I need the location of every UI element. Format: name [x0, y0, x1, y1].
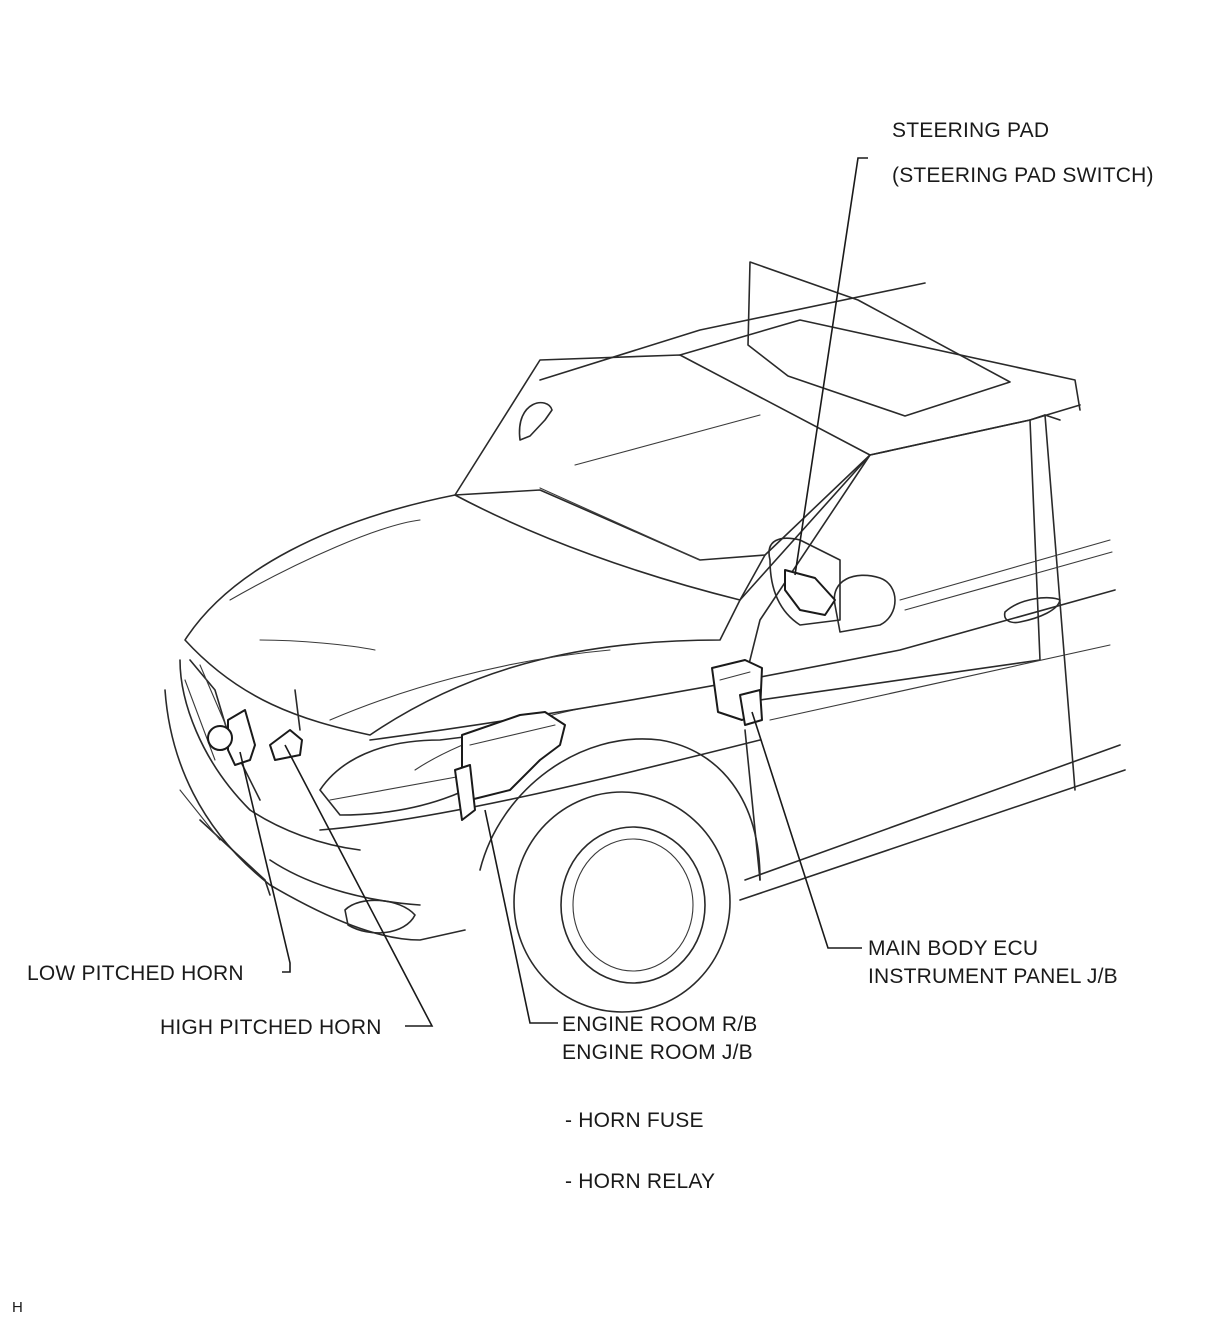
- leader-steering-pad: [794, 157, 868, 576]
- side-mirror: [833, 574, 896, 633]
- label-high-pitched-horn: HIGH PITCHED HORN: [160, 1016, 382, 1039]
- label-main-body-ecu: MAIN BODY ECU: [868, 937, 1039, 960]
- leader-high-pitched-horn: [284, 744, 434, 1027]
- leader-low-pitched-horn: [239, 751, 291, 973]
- roof-rear-line: [679, 319, 1081, 411]
- hood: [184, 494, 741, 736]
- label-steering-pad: STEERING PAD: [892, 119, 1050, 142]
- label-engine-room-jb: ENGINE ROOM J/B: [562, 1041, 753, 1064]
- label-steering-pad-switch: (STEERING PAD SWITCH): [892, 164, 1154, 187]
- corner-mark: H: [12, 1299, 24, 1316]
- far-mirror: [518, 401, 553, 441]
- front-door: [744, 419, 1041, 701]
- front-bumper: [164, 689, 466, 941]
- shoulder-line: [369, 589, 1116, 741]
- steering-pad-part: [784, 569, 836, 616]
- roof-line: [539, 282, 926, 381]
- wheel-arch: [479, 738, 761, 881]
- leader-main-body-ecu: [751, 711, 862, 949]
- sunroof: [747, 261, 1011, 417]
- fog-light: [344, 899, 416, 934]
- engine-room-rb-part: [454, 711, 566, 821]
- front-tire: [513, 791, 731, 1013]
- high-pitched-horn-part: [269, 689, 303, 761]
- low-pitched-horn-part: [207, 709, 256, 766]
- label-instrument-panel-jb: INSTRUMENT PANEL J/B: [868, 965, 1118, 988]
- windshield: [454, 354, 871, 561]
- label-engine-room-rb: ENGINE ROOM R/B: [562, 1013, 758, 1036]
- door-handle: [1003, 596, 1061, 624]
- label-horn-relay: - HORN RELAY: [565, 1170, 716, 1193]
- rocker: [739, 769, 1126, 901]
- leader-engine-room: [484, 809, 558, 1024]
- label-low-pitched-horn: LOW PITCHED HORN: [27, 962, 244, 985]
- main-body-ecu-part: [711, 659, 763, 726]
- front-rim: [560, 826, 706, 984]
- label-horn-fuse: - HORN FUSE: [565, 1109, 704, 1132]
